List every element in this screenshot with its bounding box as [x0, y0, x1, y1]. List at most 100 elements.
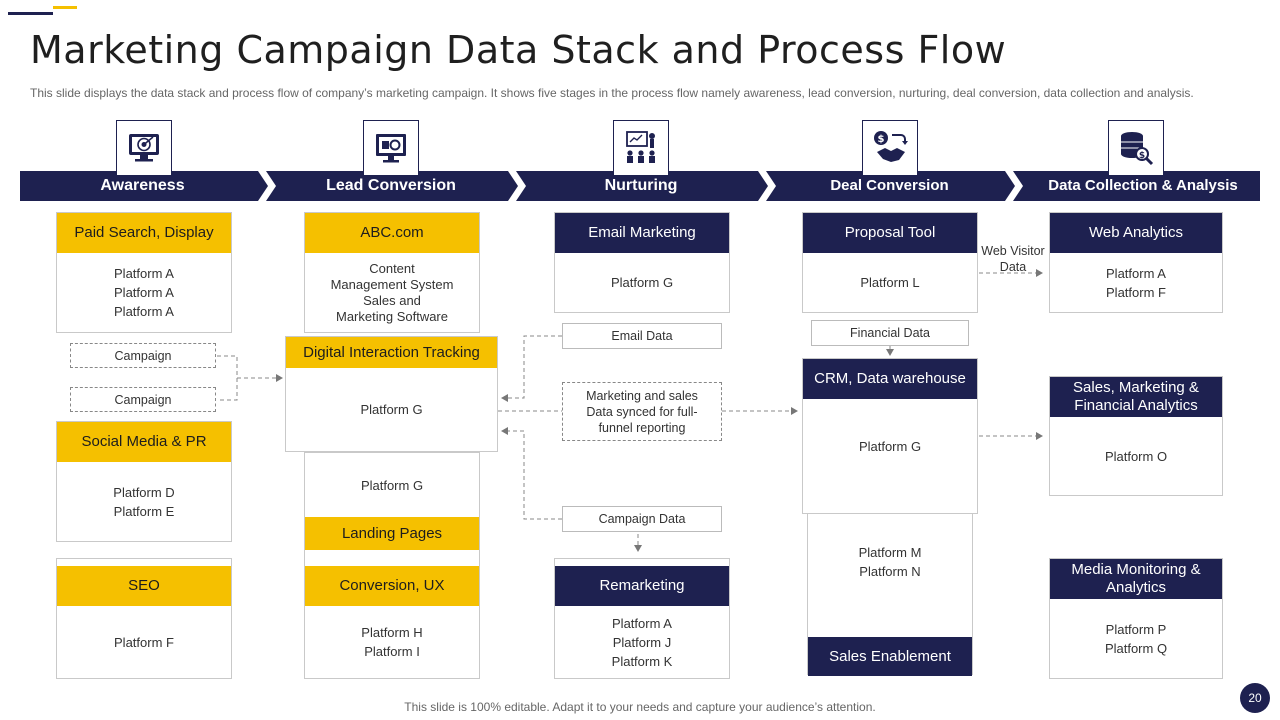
card-body: Content Management System Sales and Mark…	[305, 253, 479, 332]
stage-chevron-data-collection	[1013, 171, 1260, 201]
platform-item: Platform F	[114, 634, 174, 650]
stage-chevron-awareness	[20, 171, 268, 201]
card-header: CRM, Data warehouse	[803, 359, 977, 399]
card-header: Digital Interaction Tracking	[286, 337, 497, 368]
web-visitor-data-label: Web Visitor Data	[981, 244, 1045, 274]
card-header: Web Analytics	[1050, 213, 1222, 253]
presentation-screen-icon	[363, 120, 419, 176]
card-header: SEO	[57, 566, 231, 606]
card-header-sales-enablement: Sales Enablement	[808, 637, 972, 676]
platform-item: Platform M	[858, 545, 922, 560]
card-header: ABC.com	[305, 213, 479, 253]
card-remarketing: Remarketing Platform A Platform J Platfo…	[554, 558, 730, 679]
money-handshake-icon: $	[862, 120, 918, 176]
card-paid-search: Paid Search, Display Platform A Platform…	[56, 212, 232, 333]
stage-chevron-deal-conversion	[766, 171, 1015, 201]
card-email-marketing: Email Marketing Platform G	[554, 212, 730, 313]
card-header: Remarketing	[555, 566, 729, 606]
arrow-campaign-data-to-tracking	[501, 427, 562, 520]
platform-item: Platform G	[360, 477, 424, 493]
card-header: Media Monitoring & Analytics	[1050, 559, 1222, 599]
platform-item: Platform F	[1106, 284, 1166, 300]
card-seo: SEO Platform F	[56, 558, 232, 679]
audience-presentation-icon	[613, 120, 669, 176]
card-sales-analytics: Sales, Marketing & Financial Analytics P…	[1049, 376, 1223, 496]
card-header-landing: Landing Pages	[305, 517, 479, 550]
sync-label: Marketing and sales Data synced for full…	[562, 382, 722, 441]
page-title: Marketing Campaign Data Stack and Proces…	[30, 28, 1007, 72]
stage-chevron-nurturing	[516, 171, 768, 201]
financial-data-label: Financial Data	[811, 320, 969, 346]
platform-item: Platform A	[114, 304, 174, 319]
accent-bar-yellow	[53, 6, 77, 9]
card-digital-tracking: Digital Interaction Tracking Platform G	[285, 336, 498, 452]
stage-label-lead-conversion: Lead Conversion	[326, 177, 456, 194]
svg-text:$: $	[878, 134, 885, 145]
footer-note: This slide is 100% editable. Adapt it to…	[404, 700, 876, 714]
card-body: Platform D Platform E	[57, 462, 231, 541]
platform-item: Platform G	[610, 275, 674, 290]
platform-item: Platform Q	[1104, 640, 1168, 656]
card-body: Platform O	[1050, 417, 1222, 495]
card-header: Paid Search, Display	[57, 213, 231, 253]
arrow-email-data-to-tracking	[501, 335, 562, 402]
card-body: Platform M Platform N	[808, 537, 972, 587]
campaign-label: Campaign	[70, 387, 216, 412]
page-number: 20	[1240, 683, 1270, 713]
campaign-data-label: Campaign Data	[562, 506, 722, 532]
platform-item: Platform D	[113, 484, 175, 500]
card-body: Platform G	[803, 399, 977, 494]
card-social-media: Social Media & PR Platform D Platform E	[56, 421, 232, 542]
platform-item: Platform A	[114, 266, 174, 281]
platform-item: Platform G	[858, 439, 922, 454]
stage-banner	[20, 171, 1260, 201]
platform-item: Platform G	[360, 402, 423, 417]
platform-item: Platform O	[1104, 448, 1168, 464]
platform-item: Platform K	[611, 653, 673, 669]
email-data-label: Email Data	[562, 323, 722, 349]
card-body: Platform A Platform F	[1050, 253, 1222, 312]
platform-item: Platform A	[1106, 265, 1166, 281]
page-subtitle: This slide displays the data stack and p…	[30, 86, 1194, 100]
stage-chevron-lead-conversion	[266, 171, 518, 201]
card-lead-stack: Platform G Landing Pages Conversion, UX …	[304, 452, 480, 679]
platform-item: Platform L	[860, 275, 920, 290]
database-search-icon: $	[1108, 120, 1164, 176]
card-header: Social Media & PR	[57, 422, 231, 462]
accent-bar-navy	[8, 12, 53, 15]
card-platform-mn: Platform M Platform N Sales Enablement	[807, 512, 973, 676]
card-body: Platform L	[803, 253, 977, 312]
card-abc: ABC.com Content Management System Sales …	[304, 212, 480, 333]
platform-item: Platform A	[114, 285, 174, 300]
platform-item: Platform A	[612, 615, 672, 631]
card-body: Platform A Platform A Platform A	[57, 253, 231, 332]
card-body: Platform H Platform I	[305, 606, 479, 678]
card-body: Platform F	[57, 606, 231, 678]
card-body: Platform G	[555, 253, 729, 312]
connector-campaigns	[217, 355, 238, 401]
card-header-conversion: Conversion, UX	[305, 566, 479, 606]
stage-label-data-collection: Data Collection & Analysis	[1048, 177, 1238, 194]
platform-item: Platform H	[361, 625, 423, 640]
platform-item: Marketing Software	[336, 308, 448, 324]
platform-item: Platform E	[113, 503, 175, 519]
stage-label-nurturing: Nurturing	[604, 177, 678, 194]
platform-item: Management System	[330, 276, 454, 292]
stage-label-deal-conversion: Deal Conversion	[830, 177, 949, 194]
card-header: Proposal Tool	[803, 213, 977, 253]
stage-label-awareness: Awareness	[100, 177, 185, 194]
card-web-analytics: Web Analytics Platform A Platform F	[1049, 212, 1223, 313]
platform-item: Platform P	[1105, 621, 1167, 637]
platform-item: Platform N	[859, 564, 921, 579]
platform-item: Platform J	[612, 634, 672, 650]
card-crm: CRM, Data warehouse Platform G	[802, 358, 978, 514]
card-body: Platform G	[286, 368, 497, 451]
card-media-monitoring: Media Monitoring & Analytics Platform P …	[1049, 558, 1223, 679]
card-proposal-tool: Proposal Tool Platform L	[802, 212, 978, 313]
svg-text:$: $	[1139, 151, 1145, 161]
campaign-label: Campaign	[70, 343, 216, 368]
card-body: Platform A Platform J Platform K	[555, 606, 729, 678]
card-body: Platform P Platform Q	[1050, 599, 1222, 678]
platform-item: Platform I	[364, 644, 420, 659]
card-body: Platform G	[305, 461, 479, 509]
